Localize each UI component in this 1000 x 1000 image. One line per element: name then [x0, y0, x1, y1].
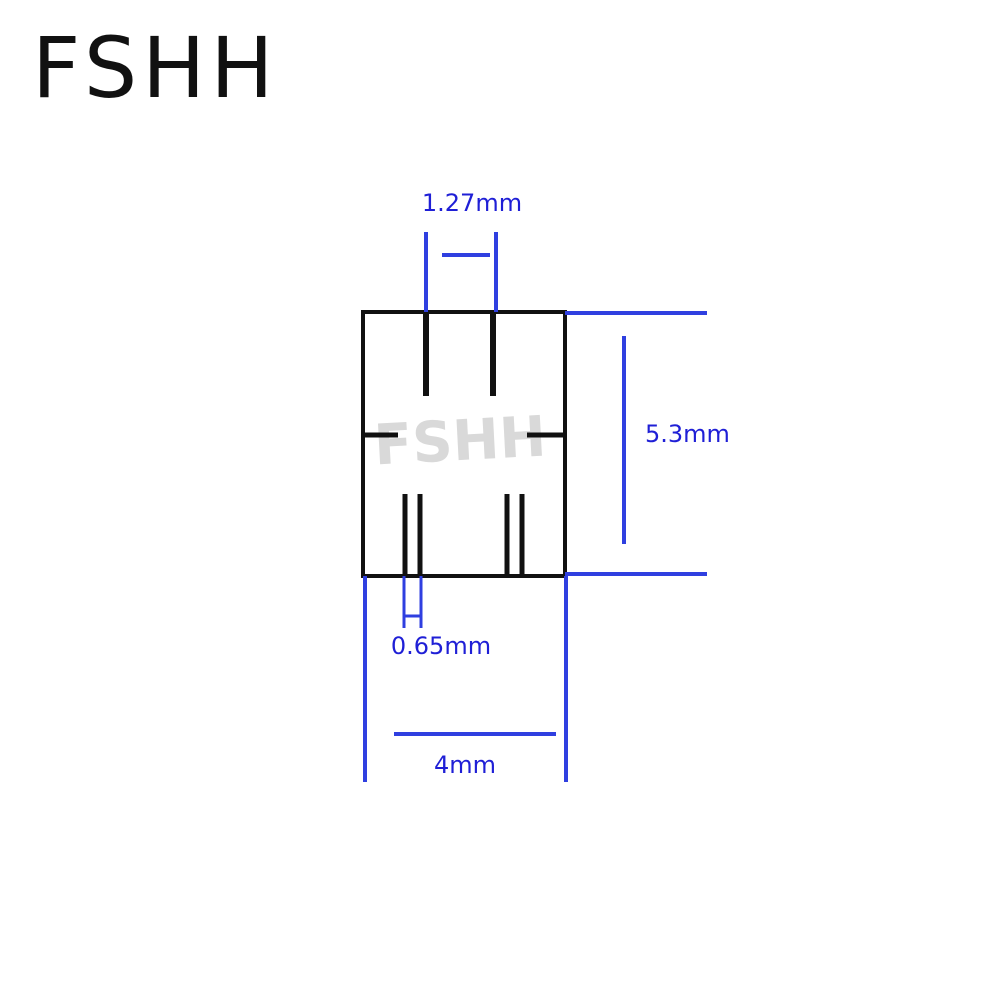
pitch-dimension: 1.27mm: [422, 189, 522, 312]
width-dimension: 4mm: [363, 576, 568, 782]
pin-width-label: 0.65mm: [391, 632, 491, 660]
watermark-text: FSHH: [372, 405, 547, 479]
pitch-label: 1.27mm: [422, 189, 522, 217]
pin-width-dimension: 0.65mm: [391, 576, 491, 660]
package-outline: [361, 310, 567, 578]
height-label: 5.3mm: [645, 420, 730, 448]
height-dimension: 5.3mm: [565, 311, 730, 576]
width-label: 4mm: [434, 751, 496, 779]
brand-logo: FSHH: [32, 19, 279, 117]
